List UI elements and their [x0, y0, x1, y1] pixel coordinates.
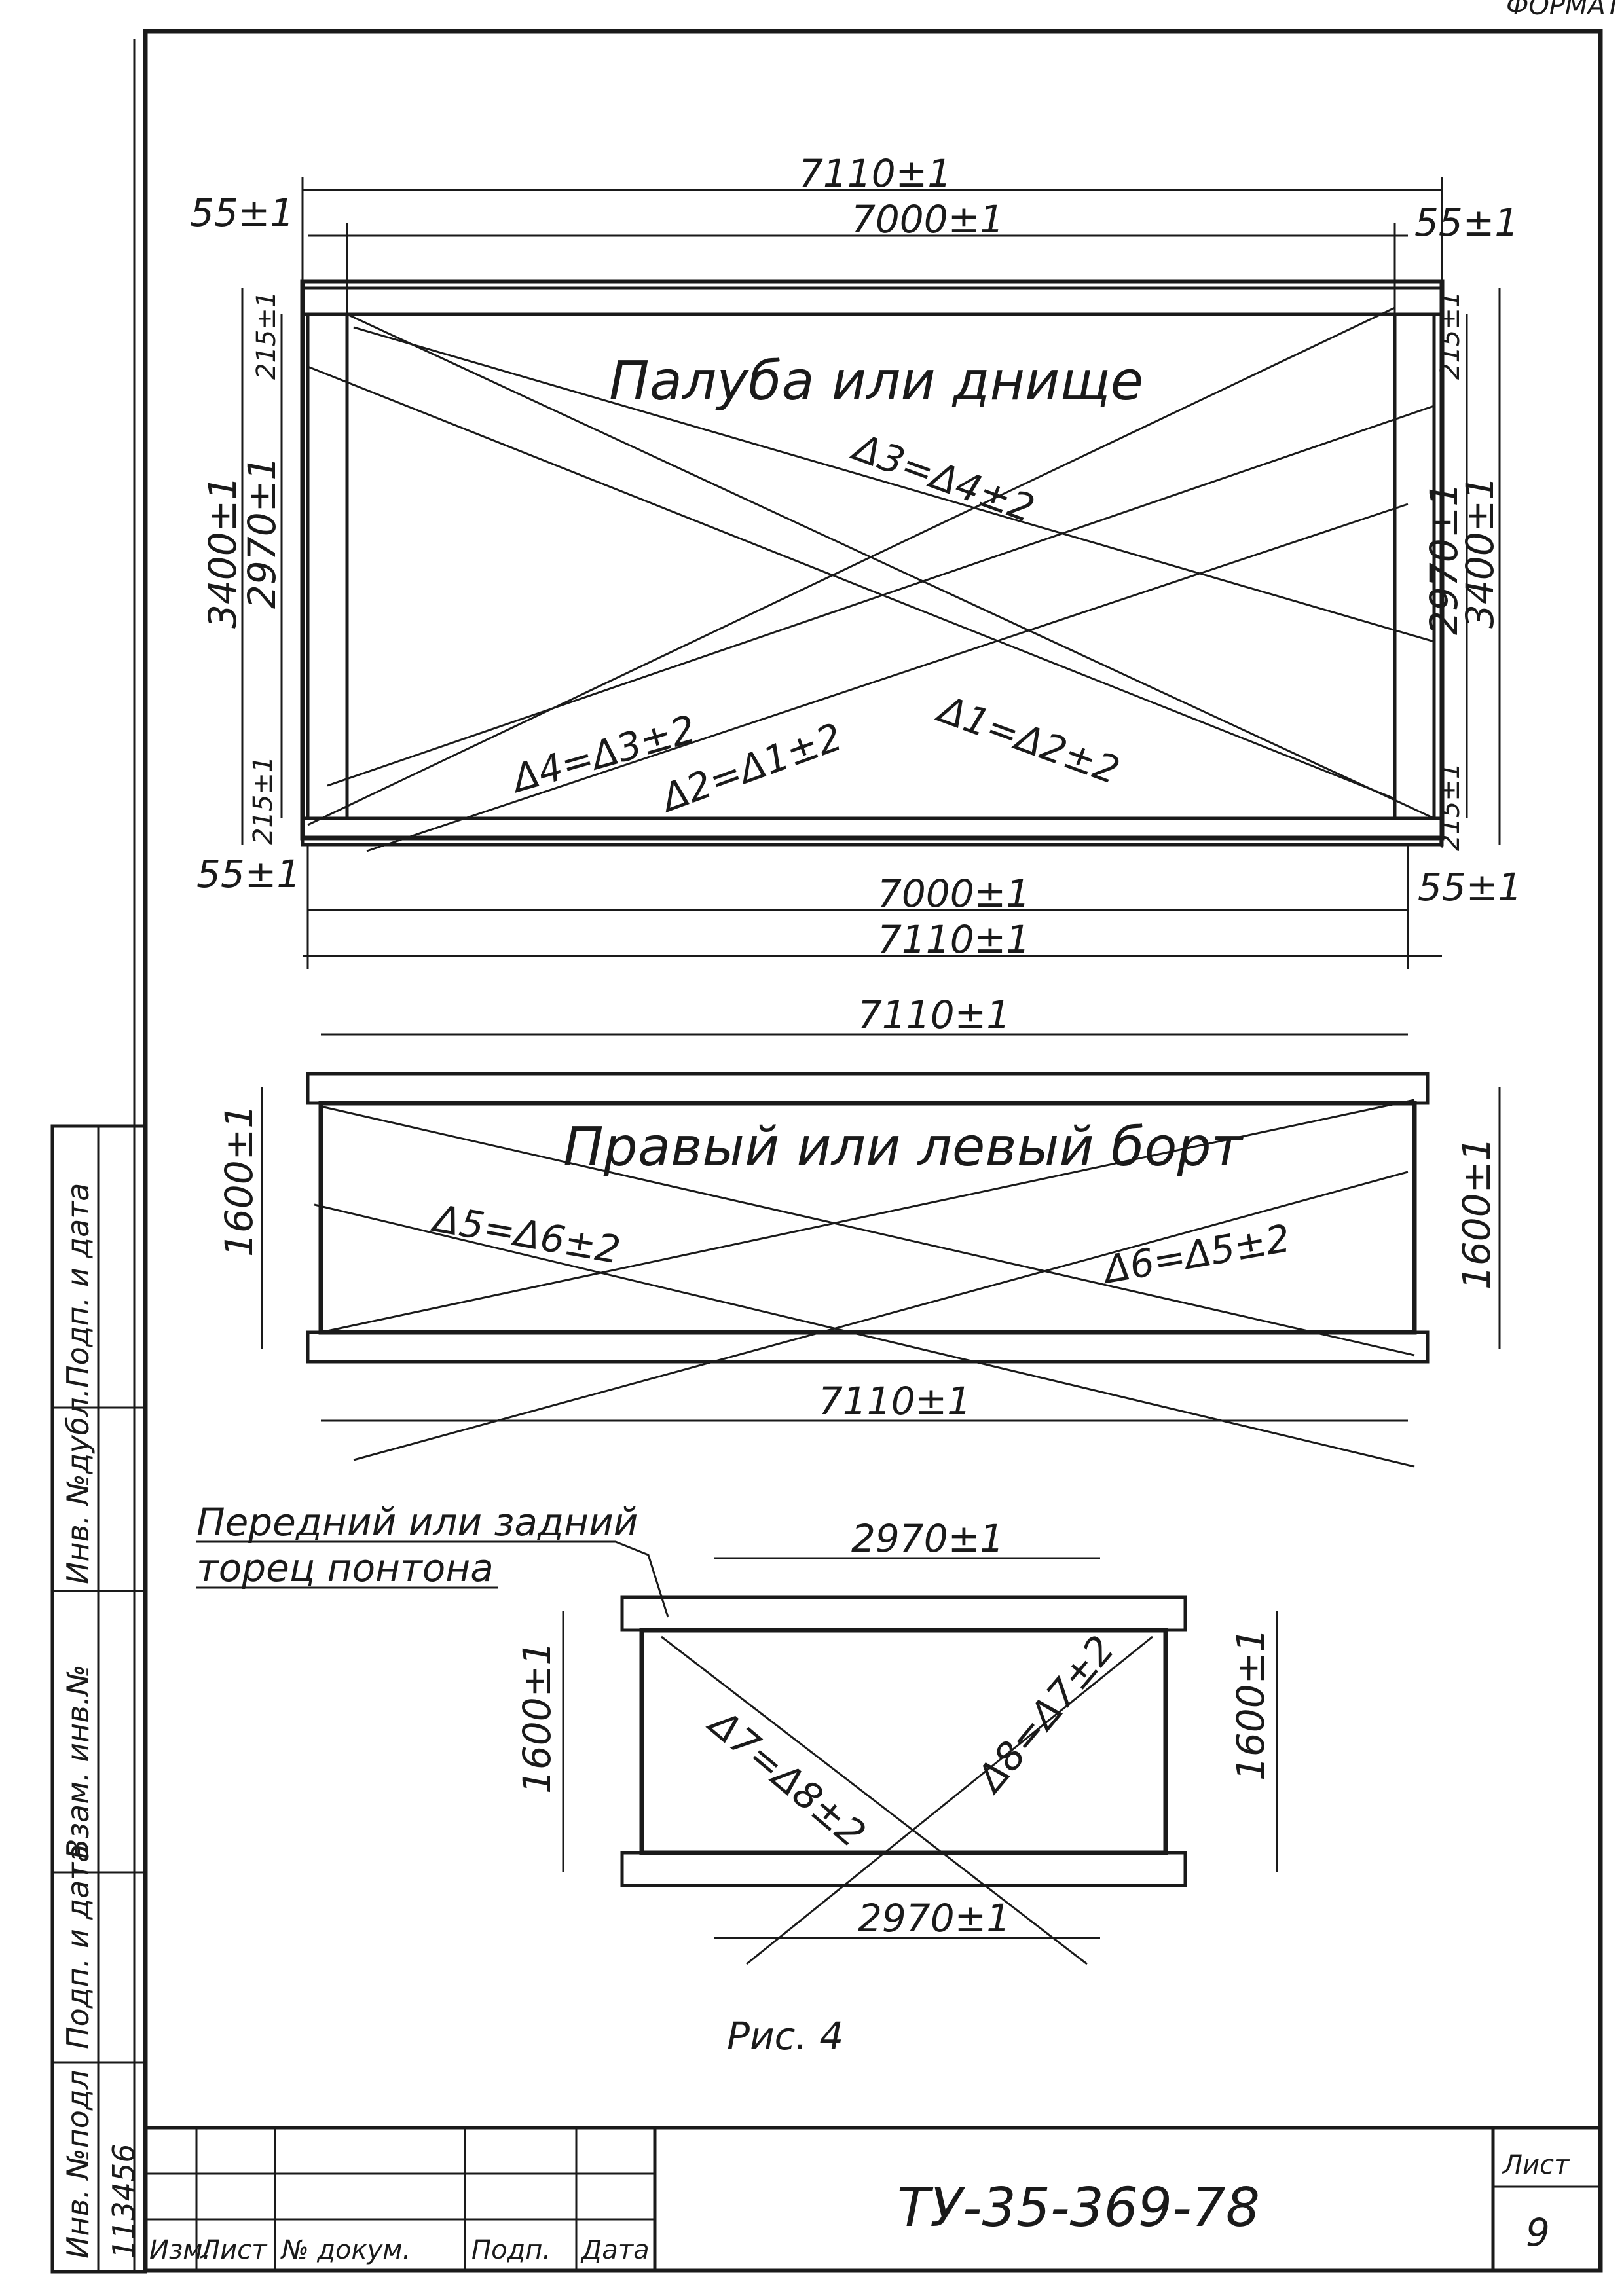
- side-stamp-col4: Инв. №дубл.: [60, 1388, 96, 1584]
- side-stamp-col2: Подп. и дата: [60, 1844, 96, 2049]
- title-block-date: Дата: [580, 2235, 650, 2265]
- deck-dim-right-top-small: 215±1: [1435, 291, 1466, 380]
- deck-dim-left-top-small: 215±1: [251, 291, 282, 380]
- deck-dim-right-inner: 2970±1: [1422, 483, 1466, 635]
- end-dim-top: 2970±1: [851, 1516, 1004, 1561]
- deck-outer-frame: [300, 279, 1445, 841]
- side-dim-right-height: 1600±1: [1454, 1137, 1499, 1290]
- side-frame: [318, 1101, 1417, 1335]
- side-top-beam: [306, 1072, 1430, 1105]
- deck-left-member: [306, 312, 349, 820]
- deck-diag-label-d1-d2: Δ1=Δ2±2: [931, 686, 1125, 793]
- header-corner-text: ФОРМАТ: [1506, 0, 1624, 21]
- title-block-doc: № докум.: [280, 2235, 411, 2265]
- deck-dim-left-bottom-small: 215±1: [248, 756, 278, 845]
- title-block-frame: [143, 2126, 1602, 2272]
- side-stamp: Подп. и дата Инв. №дубл. Взам. инв.№ Под…: [50, 1124, 147, 2274]
- end-label-line2: торец понтона: [196, 1546, 494, 1590]
- deck-dim-top-inner: 7000±1: [851, 197, 1004, 242]
- deck-dim-top-overall: 7110±1: [799, 151, 951, 196]
- title-block-sign: Подп.: [471, 2235, 551, 2265]
- deck-top-beam: [301, 286, 1444, 316]
- deck-dim-left-outer: 3400±1: [200, 476, 245, 629]
- side-diag-label-d5-d6: Δ5=Δ6±2: [428, 1195, 624, 1273]
- sheet-number: 9: [1526, 2210, 1550, 2255]
- end-label-leader: [615, 1540, 669, 1618]
- side-diagonal-d: [353, 1171, 1409, 1461]
- deck-diagonal-d: [327, 405, 1435, 787]
- side-diagonal-b: [320, 1099, 1415, 1334]
- end-diag-label-d7-d8: Δ7=Δ8±2: [699, 1700, 874, 1856]
- side-stamp-col3: Взам. инв.№: [60, 1664, 96, 1859]
- figure-deck: 7110±1 7000±1 55±1 55±1 7000±1 7110±1 55…: [190, 151, 1522, 969]
- deck-dim-left-offset-bottom: 55±1: [196, 852, 301, 896]
- sheet-label: Лист: [1502, 2150, 1570, 2180]
- end-frame: [639, 1628, 1168, 1855]
- end-dim-left-height: 1600±1: [515, 1641, 559, 1794]
- end-dim-right-height: 1600±1: [1228, 1628, 1273, 1781]
- end-bottom-beam: [620, 1851, 1187, 1887]
- deck-diagonal-b: [307, 306, 1395, 826]
- deck-dim-right-outer: 3400±1: [1458, 476, 1502, 629]
- side-stamp-inv-number: 113456: [106, 2143, 141, 2259]
- deck-dim-bottom-inner: 7000±1: [877, 871, 1030, 916]
- side-diagonal-c: [314, 1203, 1415, 1468]
- deck-diagonal-c: [353, 326, 1435, 643]
- deck-right-member: [1393, 312, 1436, 820]
- end-diag-label-d8-d7: Δ8=Δ7±2: [967, 1627, 1123, 1802]
- deck-diagonal-a: [346, 313, 1435, 820]
- deck-diagonal-f: [366, 503, 1409, 852]
- figure-caption: Рис. 4: [727, 2014, 843, 2058]
- document-designation: ТУ-35-369-78: [897, 2177, 1260, 2239]
- end-dim-bottom: 2970±1: [858, 1896, 1010, 1941]
- side-dim-bottom: 7110±1: [819, 1379, 971, 1423]
- end-top-beam: [620, 1595, 1187, 1632]
- figure-side: 7110±1 7110±1 1600±1 1600±1 Правый или л…: [217, 993, 1501, 1468]
- figure-end-face: 2970±1 2970±1 1600±1 1600±1 Δ7=Δ8±2 Δ8=Δ…: [196, 1500, 1278, 1965]
- side-stamp-col1: Инв. №подл: [60, 2070, 96, 2259]
- side-title: Правый или левый борт: [563, 1116, 1244, 1178]
- end-label-line1: Передний или задний: [196, 1500, 638, 1544]
- deck-bottom-beam: [301, 816, 1444, 847]
- deck-dim-right-bottom-small: 215±1: [1435, 763, 1466, 851]
- deck-dim-bottom-overall: 7110±1: [877, 917, 1030, 962]
- end-diagonal-b: [746, 1635, 1153, 1965]
- title-block: Изм. Лист № докум. Подп. Дата ТУ-35-369-…: [143, 2126, 1602, 2272]
- title-block-list: Лист: [199, 2235, 268, 2265]
- side-dim-top: 7110±1: [858, 993, 1010, 1037]
- deck-dim-right-offset-bottom: 55±1: [1418, 865, 1522, 909]
- deck-dim-left-offset-top: 55±1: [190, 191, 294, 235]
- deck-dim-left-inner: 2970±1: [240, 456, 284, 609]
- deck-dim-right-offset-top: 55±1: [1414, 200, 1519, 245]
- end-diagonal-a: [661, 1635, 1088, 1965]
- title-block-izm: Изм.: [149, 2235, 211, 2265]
- deck-diag-label-d3-d4: Δ3=Δ4±2: [845, 424, 1040, 532]
- deck-title: Палуба или днище: [609, 350, 1143, 412]
- side-dim-left-height: 1600±1: [217, 1104, 261, 1257]
- side-diag-label-d6-d5: Δ6=Δ5±2: [1098, 1216, 1294, 1293]
- deck-diagonal-e: [307, 365, 1395, 800]
- side-stamp-col5: Подп. и дата: [60, 1183, 96, 1388]
- side-diagonal-a: [320, 1105, 1415, 1357]
